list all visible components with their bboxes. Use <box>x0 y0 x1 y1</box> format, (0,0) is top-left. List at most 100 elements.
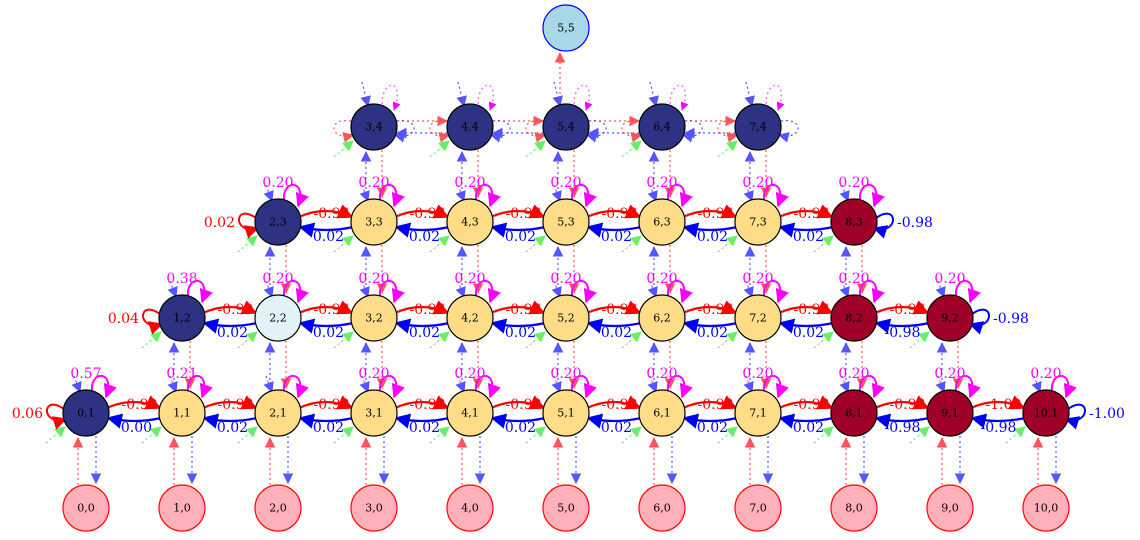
node-label-3-1: 3,1 <box>365 407 383 420</box>
edge-label-3-2-to-4-2: -0.98 <box>410 302 446 318</box>
node-label-2-0: 2,0 <box>269 502 287 515</box>
self-loop-top-1-1 <box>186 374 213 399</box>
node-circle-2-1 <box>254 389 302 437</box>
edge-label-5-2-to-6-2: -0.98 <box>602 302 638 318</box>
green-stub-5-1 <box>525 426 546 444</box>
node-circle-5-3 <box>542 198 590 246</box>
edge-9-1-to-8-1 <box>874 413 930 429</box>
edge-label-3-2-to-2-2: 0.02 <box>313 325 344 341</box>
node-label-9-1: 9,1 <box>941 407 959 420</box>
edge-label-6-2-to-7-2: -0.98 <box>698 302 734 318</box>
self-loop-label-top-9-2: 0.20 <box>934 271 965 287</box>
node-circle-7-0 <box>734 484 782 532</box>
green-stub-7-1 <box>717 426 738 444</box>
node-8-0: 8,0 <box>830 484 878 532</box>
node-circle-6-4 <box>638 103 686 151</box>
edge-8-1-to-9-1 <box>874 395 930 410</box>
node-5-1: 5,1 <box>542 389 590 437</box>
node-circle-8-1 <box>830 389 878 437</box>
node-5-4: 5,4 <box>542 103 590 151</box>
edge-label-5-1-to-4-1: 0.02 <box>505 420 536 436</box>
node-6-3: 6,3 <box>638 198 686 246</box>
node-circle-8-0 <box>830 484 878 532</box>
self-loop-label-top-2-2: 0.20 <box>262 271 293 287</box>
node-label-4-0: 4,0 <box>461 502 479 515</box>
node-label-5-0: 5,0 <box>557 502 575 515</box>
self-loop-label-right-8-3: -0.98 <box>897 215 933 231</box>
edge-label-7-1-to-6-1: 0.02 <box>697 420 728 436</box>
self-loop-label-top-7-2: 0.20 <box>742 271 773 287</box>
green-stub-6-3 <box>621 235 642 253</box>
edge-label-1-1-to-0-1: 0.00 <box>121 420 152 436</box>
self-loop-top-3-1 <box>378 374 405 399</box>
green-stub-7-4 <box>717 140 738 158</box>
green-stub-8-2 <box>813 331 834 349</box>
node-circle-4-0 <box>446 484 494 532</box>
green-stub-1-1 <box>141 426 162 444</box>
edge-label-4-3-to-3-3: 0.02 <box>409 229 440 245</box>
node-label-8-0: 8,0 <box>845 502 863 515</box>
green-stub-8-1 <box>813 426 834 444</box>
edge-6-1-to-7-1 <box>682 395 738 410</box>
edge-label-6-1-to-7-1: -0.98 <box>698 397 734 413</box>
self-loop-label-right-10-1: -1.00 <box>1089 406 1125 422</box>
edge-2-2-to-3-2 <box>298 300 354 315</box>
edge-7-3-to-8-3 <box>778 204 834 219</box>
node-circle-5-0 <box>542 484 590 532</box>
self-loop-dotted-6-4 <box>669 84 689 111</box>
edge-3-1-to-4-1 <box>394 395 450 410</box>
node-label-10-1: 10,1 <box>1034 407 1059 420</box>
node-6-0: 6,0 <box>638 484 686 532</box>
self-loop-label-top-4-3: 0.20 <box>454 175 485 191</box>
node-circle-0-1 <box>62 389 110 437</box>
node-label-5-3: 5,3 <box>557 216 575 229</box>
node-circle-5-1 <box>542 389 590 437</box>
edge-label-5-3-to-6-3: -0.98 <box>602 206 638 222</box>
node-circle-7-4 <box>734 103 782 151</box>
node-label-6-0: 6,0 <box>653 502 671 515</box>
self-loop-top-9-2 <box>954 279 981 304</box>
edge-6-3-to-7-3 <box>682 204 738 219</box>
top-stub-7-4 <box>744 81 755 108</box>
node-label-7-4: 7,4 <box>749 121 767 134</box>
node-circle-2-0 <box>254 484 302 532</box>
green-stub-5-2 <box>525 331 546 349</box>
node-circle-2-2 <box>254 294 302 342</box>
self-loop-label-top-8-2: 0.20 <box>838 271 869 287</box>
node-label-5-1: 5,1 <box>557 407 575 420</box>
self-loop-top-4-2 <box>474 279 501 304</box>
edge-9-1-to-10-1 <box>970 395 1026 410</box>
edge-5-3-to-6-3 <box>586 204 642 219</box>
node-5-2: 5,2 <box>542 294 590 342</box>
node-label-6-4: 6,4 <box>653 121 671 134</box>
self-loop-label-top-3-1: 0.20 <box>358 366 389 382</box>
node-circle-3-0 <box>350 484 398 532</box>
edge-label-4-2-to-3-2: 0.02 <box>409 325 440 341</box>
self-loop-top-10-1 <box>1050 374 1077 399</box>
green-stub-9-2 <box>909 331 930 349</box>
node-8-2: 8,2 <box>830 294 878 342</box>
edge-5-1-to-4-1 <box>490 413 546 429</box>
green-stub-3-2 <box>333 331 354 349</box>
node-label-3-4: 3,4 <box>365 121 383 134</box>
loop-dotted-left-7-4 <box>717 120 739 143</box>
node-label-2-2: 2,2 <box>269 312 287 325</box>
node-label-8-3: 8,3 <box>845 216 863 229</box>
edge-label-6-3-to-5-3: 0.02 <box>601 229 632 245</box>
self-loop-label-left-1-2: 0.04 <box>108 311 139 327</box>
edge-6-1-to-5-1 <box>586 413 642 429</box>
node-3-3: 3,3 <box>350 198 398 246</box>
node-4-4: 4,4 <box>446 103 494 151</box>
node-label-0-0: 0,0 <box>77 502 95 515</box>
green-stub-3-4 <box>333 140 354 158</box>
self-loop-label-top-9-1: 0.20 <box>934 366 965 382</box>
node-3-2: 3,2 <box>350 294 398 342</box>
node-circle-8-2 <box>830 294 878 342</box>
top-stub-5-4 <box>552 81 563 108</box>
edge-label-2-2-to-1-2: 0.02 <box>217 325 248 341</box>
node-label-2-1: 2,1 <box>269 407 287 420</box>
edge-label-3-3-to-4-3: -0.98 <box>410 206 446 222</box>
self-loop-top-6-1 <box>666 374 693 399</box>
